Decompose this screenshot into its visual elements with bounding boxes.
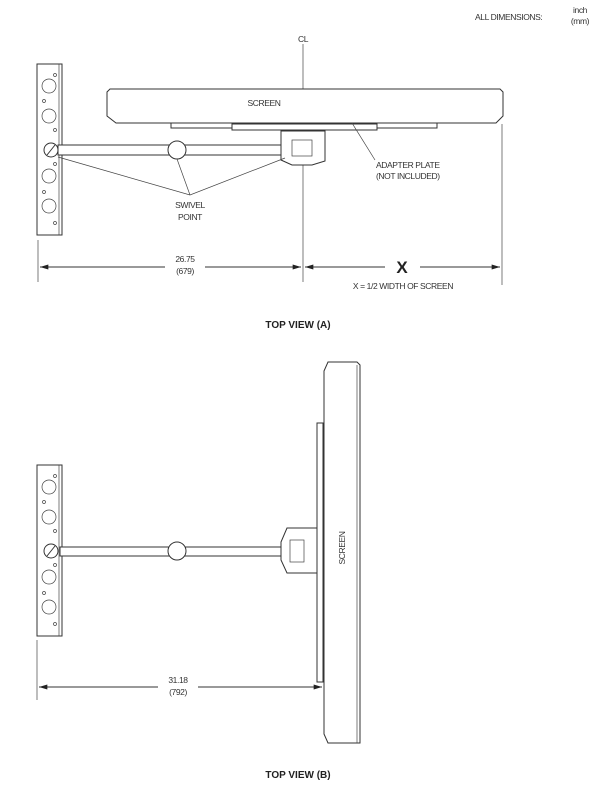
screen-label: SCREEN	[337, 531, 347, 564]
view-a-title: TOP VIEW (A)	[265, 320, 330, 331]
screen-label: SCREEN	[247, 98, 280, 108]
unit-mm: (mm)	[571, 16, 590, 26]
dimension-a-mm: (679)	[176, 266, 194, 276]
top-view-a: CL SCREEN SWIVEL POINT ADAPTER PLATE (NO…	[36, 34, 504, 331]
adapter-label-2: (NOT INCLUDED)	[376, 171, 440, 181]
adapter-leader	[351, 122, 376, 161]
tilt-head	[280, 527, 319, 574]
swivel-label: SWIVEL	[175, 200, 205, 210]
swivel-label-2: POINT	[178, 212, 202, 222]
units-note: ALL DIMENSIONS: inch (mm)	[475, 5, 590, 26]
swivel-leader	[57, 156, 286, 196]
screen	[323, 361, 361, 744]
dimension-b-mm: (792)	[169, 687, 187, 697]
swivel-joint	[167, 140, 187, 160]
tilt-head	[280, 130, 326, 166]
centerline-label: CL	[298, 34, 309, 44]
all-dimensions-label: ALL DIMENSIONS:	[475, 12, 542, 22]
swivel-joint	[167, 541, 187, 561]
adapter-plate	[316, 422, 324, 683]
dimension-b-inch: 31.18	[168, 675, 188, 685]
x-note: X = 1/2 WIDTH OF SCREEN	[353, 281, 453, 291]
adapter-label: ADAPTER PLATE	[376, 160, 440, 170]
unit-inch: inch	[573, 5, 588, 15]
dimension-x: X	[396, 258, 408, 277]
dimension-a-inch: 26.75	[175, 254, 195, 264]
top-view-b: SCREEN 31.18 (792) TOP VIEW (B)	[36, 361, 361, 781]
view-b-title: TOP VIEW (B)	[265, 770, 330, 781]
screen	[106, 88, 504, 124]
